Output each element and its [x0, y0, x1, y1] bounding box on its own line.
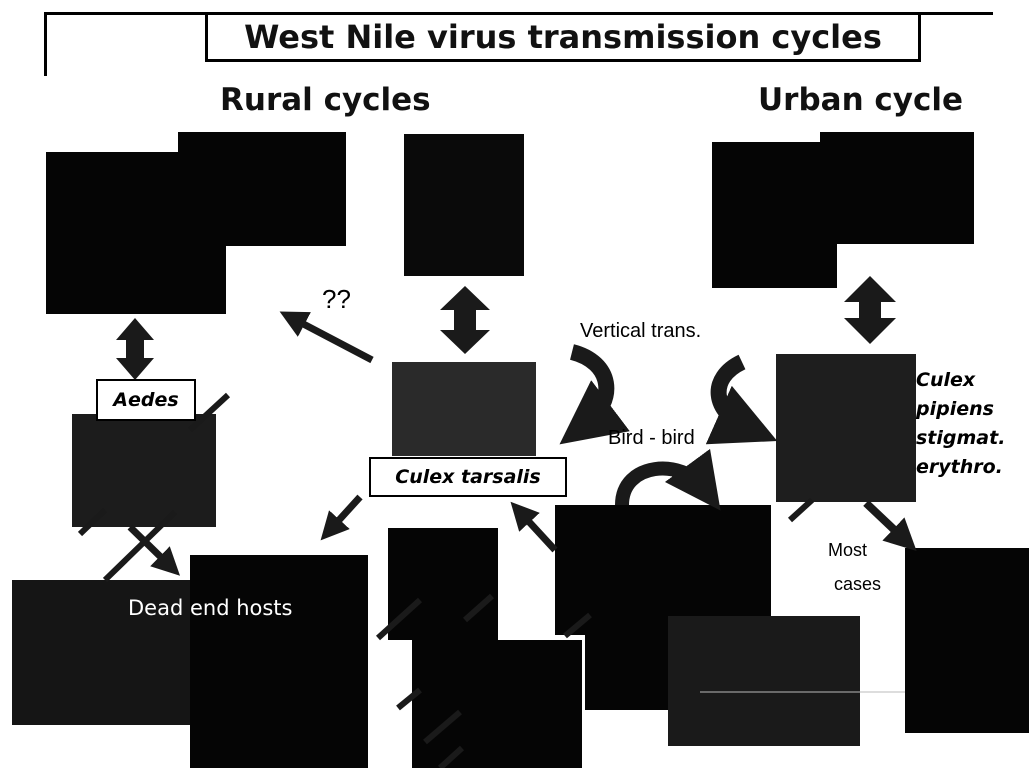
most-cases-label-line-1: Most: [828, 540, 867, 561]
most-cases-label-line-2: cases: [834, 574, 881, 595]
culex-pipiens-line-4: erythro.: [916, 453, 1005, 482]
dead-end-hosts-label: Dead end hosts: [128, 596, 292, 620]
arrow-bird-to-tarsalis: [520, 512, 555, 550]
curved-arrow-bird-bird: [622, 469, 704, 505]
arrow-tarsalis-to-dead-end: [330, 497, 360, 530]
culex-pipiens-line-2: pipiens: [916, 395, 1005, 424]
culex-pipiens-line-3: stigmat.: [916, 424, 1005, 453]
double-arrow-rural-left: [116, 318, 154, 380]
aedes-label: Aedes: [96, 379, 196, 421]
strike-line-dead-end-1: [105, 512, 175, 580]
strike-line-dead-end-2: [378, 600, 420, 638]
arrow-tarsalis-to-rural-bird: [292, 318, 372, 360]
curved-arrow-vertical-rural: [572, 352, 606, 425]
strike-line-dead-end-5: [425, 712, 460, 742]
strike-line-dead-end-6: [440, 748, 462, 768]
bird-bird-label: Bird - bird: [608, 427, 695, 450]
culex-tarsalis-label: Culex tarsalis: [369, 457, 567, 497]
double-arrow-rural-center: [440, 286, 490, 354]
strike-line-dead-end-3: [465, 596, 492, 620]
curved-arrow-vertical-urban: [719, 362, 748, 428]
unknown-transmission-label: ??: [322, 284, 351, 315]
arrow-pipiens-to-bird: [790, 500, 812, 520]
culex-pipiens-label: Culex pipiens stigmat. erythro.: [916, 366, 1005, 482]
strike-line-dead-end-4: [398, 690, 420, 708]
strike-line-dead-end-7: [565, 615, 590, 636]
culex-pipiens-line-1: Culex: [916, 366, 1005, 395]
double-arrow-urban: [844, 276, 896, 344]
arrow-pipiens-to-human: [866, 503, 905, 540]
strike-line-aedes-lower: [80, 510, 105, 534]
vertical-transmission-label: Vertical trans.: [580, 320, 701, 343]
